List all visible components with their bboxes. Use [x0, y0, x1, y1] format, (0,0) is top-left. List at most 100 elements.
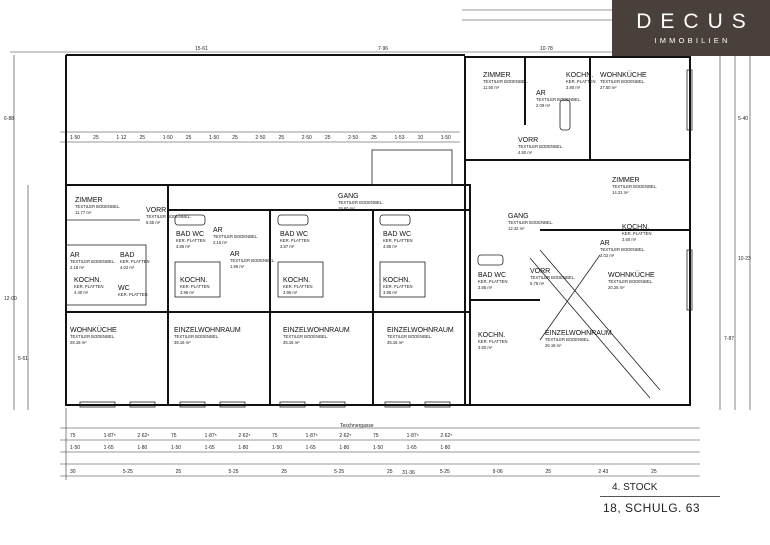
room-name: GANG — [508, 213, 529, 220]
dimension-value: 1·65 — [306, 445, 316, 451]
room-floor-type: TEXTILER BODENBEL. — [387, 334, 432, 339]
room-floor-type: KER. PLATTEN — [176, 238, 205, 243]
room-area: 27.50 m² — [600, 85, 617, 90]
room-floor-type: KER. PLATTEN — [566, 79, 595, 84]
sanitary-fixtures — [174, 99, 571, 298]
room-name: BAD WC — [176, 231, 204, 238]
room-name: BAD WC — [280, 231, 308, 238]
dimension-value: 5·25 — [334, 469, 344, 475]
dimension-value: 1·50 — [441, 135, 451, 141]
room-name: EINZELWOHNRAUM — [387, 327, 454, 334]
room-area: 35.16 m² — [387, 340, 404, 345]
dimension-value: 1·50 — [171, 445, 181, 451]
room-area: 28.18 m² — [70, 340, 87, 345]
dim-right-1: 5·40 — [738, 116, 748, 122]
dimension-value: 1·53 — [394, 135, 404, 141]
dimension-value: 25 — [186, 135, 192, 141]
room-name: ZIMMER — [612, 177, 640, 184]
dimension-value: 1·80 — [238, 445, 248, 451]
dimension-value: 25 — [325, 135, 331, 141]
room-name: AR — [230, 251, 240, 258]
room-area: 3.87 m² — [280, 244, 295, 249]
dimension-value: 2·50 — [255, 135, 265, 141]
dimension-value: 1·80 — [339, 445, 349, 451]
room-area: 3.96 m² — [383, 290, 398, 295]
room-floor-type: TEXTILER BODENBEL. — [213, 234, 258, 239]
room-name: AR — [213, 227, 223, 234]
dimension-value: 2·50 — [302, 135, 312, 141]
room-floor-type: KER. PLATTEN — [383, 284, 412, 289]
room-floor-type: KER. PLATTEN — [74, 284, 103, 289]
room-area: 1.95 m² — [230, 264, 245, 269]
dimension-value: 25 — [281, 469, 287, 475]
logo-subtitle: IMMOBILIEN — [654, 36, 731, 45]
dimension-value: 2·62⁵ — [238, 433, 250, 439]
dimension-lines — [10, 9, 751, 480]
room-area: 35.16 m² — [174, 340, 191, 345]
room-area: 4.85 m² — [176, 244, 191, 249]
room-floor-type: TEXTILER BODENBEL. — [283, 334, 328, 339]
dimension-value: 5·25 — [229, 469, 239, 475]
floor-title: 4. STOCK — [612, 482, 658, 493]
dim-left-1: 6·88 — [4, 116, 14, 122]
dimension-value: 1·12 — [116, 135, 126, 141]
room-area: 19.60 m² — [338, 206, 355, 211]
room-floor-type: KER. PLATTEN — [622, 231, 651, 236]
dimension-value: 2·62⁵ — [440, 433, 452, 439]
room-floor-type: TEXTILER BODENBEL. — [600, 79, 645, 84]
dimension-value: 30 — [70, 469, 76, 475]
dimension-value: 1·50 — [70, 135, 80, 141]
dim-right-2: 10·23 — [738, 256, 751, 262]
room-area: 5.78 m² — [530, 281, 545, 286]
room-floor-type: TEXTILER BODENBEL. — [146, 214, 191, 219]
room-floor-type: KER. PLATTEN — [118, 292, 147, 297]
room-floor-type: TEXTILER BODENBEL. — [75, 204, 120, 209]
room-name: KOCHN. — [74, 277, 101, 284]
walls — [65, 54, 691, 406]
room-floor-type: TEXTILER BODENBEL. — [600, 247, 645, 252]
dimension-value: 1·87⁵ — [306, 433, 318, 439]
room-floor-type: KER. PLATTEN — [383, 238, 412, 243]
dimension-value: 9·06 — [493, 469, 503, 475]
room-floor-type: KER. PLATTEN — [478, 339, 507, 344]
room-name: KOCHN. — [566, 72, 593, 79]
dimension-value: 25 — [279, 135, 285, 141]
room-name: EINZELWOHNRAUM — [283, 327, 350, 334]
room-area: 3.85 m² — [478, 285, 493, 290]
dimension-value: 25 — [176, 469, 182, 475]
room-name: WOHNKÜCHE — [608, 271, 655, 279]
dimension-value: 25 — [651, 469, 657, 475]
room-floor-type: TEXTILER BODENBEL. — [338, 200, 383, 205]
room-area: 35.16 m² — [283, 340, 300, 345]
dimension-value: 25 — [371, 135, 377, 141]
dim-left-3: 5·61 — [18, 356, 28, 362]
room-floor-type: TEXTILER BODENBEL. — [70, 334, 115, 339]
dimension-value: 25 — [140, 135, 146, 141]
room-area: 3.80 m² — [566, 85, 581, 90]
decus-logo: DECUS IMMOBILIEN — [612, 0, 770, 56]
dimension-value: 1·80 — [137, 445, 147, 451]
room-area: 11.77 m² — [75, 210, 92, 215]
title-divider — [600, 496, 720, 497]
dim-right-3: 7·87 — [724, 336, 734, 342]
room-floor-type: TEXTILER BODENBEL. — [483, 79, 528, 84]
dimension-value: 2·62⁵ — [339, 433, 351, 439]
dimension-value: 75 — [70, 433, 76, 439]
room-floor-type: KER. PLATTEN — [120, 259, 149, 264]
room-area: 11.50 m² — [483, 85, 500, 90]
